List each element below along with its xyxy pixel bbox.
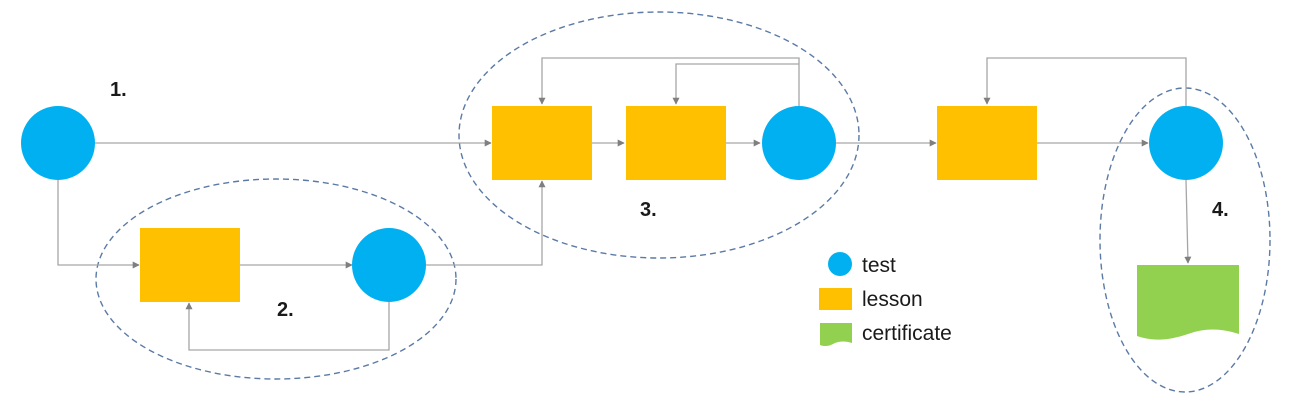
connector-test-4-to-certificate [1184, 179, 1192, 264]
test-node-group-3 [762, 106, 836, 180]
lesson-node-group-2 [140, 228, 240, 302]
group-3-label: 3. [640, 199, 657, 221]
lesson-node-4 [937, 106, 1037, 180]
lesson-node-group-3a [492, 106, 592, 180]
legend-certificate-icon [820, 323, 852, 347]
legend-lesson-label: lesson [862, 288, 923, 311]
group-2-outline [95, 178, 457, 380]
group-1-label: 1. [110, 79, 127, 101]
test-node-start [21, 106, 95, 180]
connector-start-to-lesson-2 [57, 180, 140, 269]
connector-test-3-loop-outer [538, 57, 800, 106]
legend-test-label: test [862, 254, 896, 277]
group-4-outline [1099, 87, 1271, 393]
legend-lesson-icon [819, 288, 852, 310]
legend-test-icon [828, 252, 852, 276]
certificate-node [1137, 265, 1239, 340]
connectors [57, 57, 1192, 351]
connector-test-4-loop [983, 57, 1187, 106]
connector-test-2-loop [185, 302, 390, 351]
connector-test-3-loop-inner [672, 63, 799, 105]
lesson-node-group-3b [626, 106, 726, 180]
connector-test-2-to-lesson-3a [426, 180, 546, 266]
group-4-label: 4. [1212, 199, 1229, 221]
group-3-outline [458, 11, 860, 259]
test-node-group-2 [352, 228, 426, 302]
test-node-group-4 [1149, 106, 1223, 180]
nodes [21, 106, 1239, 340]
legend: test lesson certificate [819, 252, 952, 347]
legend-certificate-label: certificate [862, 322, 952, 345]
group-2-label: 2. [277, 299, 294, 321]
